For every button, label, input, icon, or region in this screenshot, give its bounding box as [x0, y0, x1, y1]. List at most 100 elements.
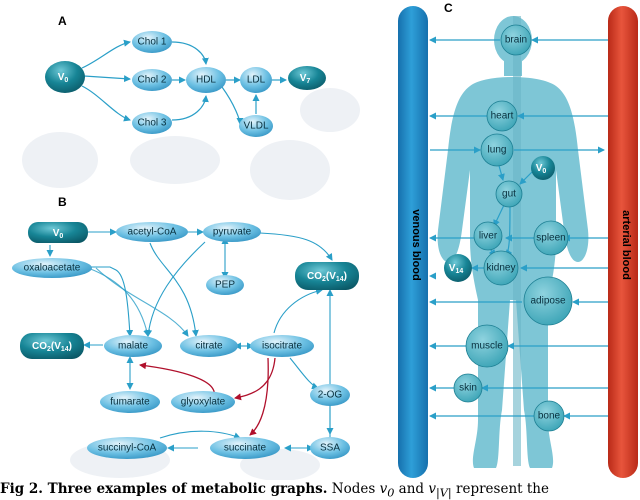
node-oxaloacetate: oxaloacetate — [12, 258, 92, 278]
svg-text:V0: V0 — [536, 163, 547, 175]
panel-b-blue-edges — [46, 228, 334, 452]
panel-b: B — [12, 195, 359, 459]
arterial-blood-label: arterial blood — [620, 210, 632, 280]
svg-text:V14: V14 — [449, 263, 464, 275]
v0-c-main: V — [536, 163, 543, 174]
panel-b-label: B — [58, 195, 67, 209]
node-acetyl-coa: acetyl-CoA — [116, 222, 188, 242]
v0-b-sub: 0 — [59, 233, 63, 240]
svg-text:LDL: LDL — [247, 75, 266, 86]
panel-c-edges — [429, 36, 608, 420]
metabolic-graphs-figure: A V0 Chol 1 Chol 2 Chol 3 — [12, 1, 638, 481]
svg-text:kidney: kidney — [487, 263, 516, 274]
svg-text:CO2(V14): CO2(V14) — [307, 271, 347, 283]
organ-liver: liver — [473, 221, 503, 251]
v7-sub: 7 — [306, 78, 310, 85]
v0-b-main: V — [53, 228, 60, 239]
svg-text:SSA: SSA — [320, 443, 340, 454]
svg-text:oxaloacetate: oxaloacetate — [24, 263, 81, 274]
node-co2-right: CO2(V14) — [295, 262, 359, 290]
svg-text:pyruvate: pyruvate — [213, 227, 252, 238]
svg-text:gut: gut — [502, 189, 516, 200]
caption-rest: represent the — [456, 481, 549, 497]
svg-text:brain: brain — [505, 35, 527, 46]
svg-text:acetyl-CoA: acetyl-CoA — [128, 227, 177, 238]
svg-text:succinate: succinate — [224, 443, 267, 454]
node-isocitrate: isocitrate — [250, 335, 314, 357]
v7-node: V7 — [288, 66, 326, 90]
v14-c-main: V — [449, 263, 456, 274]
svg-text:Chol 1: Chol 1 — [138, 37, 167, 48]
v14-c-sub: 14 — [455, 268, 463, 275]
svg-text:heart: heart — [491, 111, 514, 122]
panel-c: C venous blood arterial blood — [398, 1, 638, 478]
v0-c-sub: 0 — [542, 168, 546, 175]
v0-node-a: V0 — [45, 61, 85, 93]
caption-nodes-word: Nodes — [331, 481, 376, 497]
node-vldl: VLDL — [239, 115, 273, 137]
organ-bone: bone — [533, 400, 565, 432]
organ-brain: brain — [500, 24, 532, 56]
caption-vlast-main: v — [428, 481, 436, 497]
node-succinyl-coa: succinyl-CoA — [87, 437, 167, 459]
caption-lead: Fig 2. Three examples of metabolic graph… — [0, 481, 328, 497]
v0-node-b: V0 — [28, 222, 88, 243]
svg-text:Chol 3: Chol 3 — [138, 118, 167, 129]
svg-text:citrate: citrate — [195, 341, 223, 352]
svg-text:succinyl-CoA: succinyl-CoA — [98, 443, 157, 454]
panel-a-label: A — [58, 14, 67, 28]
svg-text:malate: malate — [118, 341, 148, 352]
svg-text:V0: V0 — [53, 228, 64, 240]
organ-adipose: adipose — [523, 276, 573, 326]
panel-a-edges — [81, 39, 287, 125]
organ-spleen: spleen — [533, 220, 569, 256]
organ-lung: lung — [480, 133, 514, 167]
svg-text:2-OG: 2-OG — [318, 390, 343, 401]
svg-text:V0: V0 — [58, 72, 69, 84]
node-pep: PEP — [206, 275, 244, 295]
panel-c-label: C — [444, 1, 453, 15]
svg-text:isocitrate: isocitrate — [262, 341, 302, 352]
node-ssa: SSA — [310, 437, 350, 459]
svg-text:Chol 2: Chol 2 — [138, 75, 167, 86]
v0-node-c: V0 — [531, 156, 555, 180]
organ-heart: heart — [486, 100, 518, 132]
panel-a: A V0 Chol 1 Chol 2 Chol 3 — [45, 14, 326, 137]
v7-main: V — [300, 73, 307, 84]
venous-blood-bar: venous blood — [398, 6, 428, 478]
arterial-blood-bar: arterial blood — [608, 6, 638, 478]
node-malate: malate — [104, 335, 162, 357]
v0-a-sub: 0 — [64, 77, 68, 84]
svg-text:fumarate: fumarate — [110, 397, 150, 408]
svg-text:skin: skin — [459, 383, 477, 394]
node-co2-left: CO2(V14) — [20, 333, 84, 359]
venous-blood-label: venous blood — [410, 209, 422, 281]
svg-text:lung: lung — [488, 145, 507, 156]
svg-text:V7: V7 — [300, 73, 311, 85]
svg-text:liver: liver — [479, 231, 498, 242]
figure-caption: Fig 2. Three examples of metabolic graph… — [0, 481, 640, 500]
node-hdl: HDL — [186, 67, 226, 93]
v0-a-main: V — [58, 72, 65, 83]
svg-text:adipose: adipose — [530, 296, 565, 307]
v14-node-c: V14 — [444, 254, 472, 282]
caption-v0-sub: 0 — [387, 486, 395, 500]
svg-text:muscle: muscle — [471, 341, 503, 352]
svg-text:CO2(V14): CO2(V14) — [32, 341, 72, 353]
organ-muscle: muscle — [465, 324, 509, 368]
svg-text:PEP: PEP — [215, 280, 235, 291]
svg-text:glyoxylate: glyoxylate — [181, 397, 226, 408]
panel-b-red-edges — [139, 357, 276, 436]
node-fumarate: fumarate — [100, 391, 160, 413]
node-succinate: succinate — [210, 437, 280, 459]
node-glyoxylate: glyoxylate — [171, 391, 235, 413]
caption-vlast-sub: |V| — [436, 486, 452, 500]
organ-gut: gut — [495, 180, 523, 208]
svg-text:bone: bone — [538, 411, 561, 422]
body-shade — [513, 16, 521, 466]
node-chol2: Chol 2 — [132, 69, 172, 91]
node-ldl: LDL — [240, 67, 272, 93]
caption-v0-main: v — [379, 481, 388, 497]
svg-text:spleen: spleen — [536, 233, 565, 244]
